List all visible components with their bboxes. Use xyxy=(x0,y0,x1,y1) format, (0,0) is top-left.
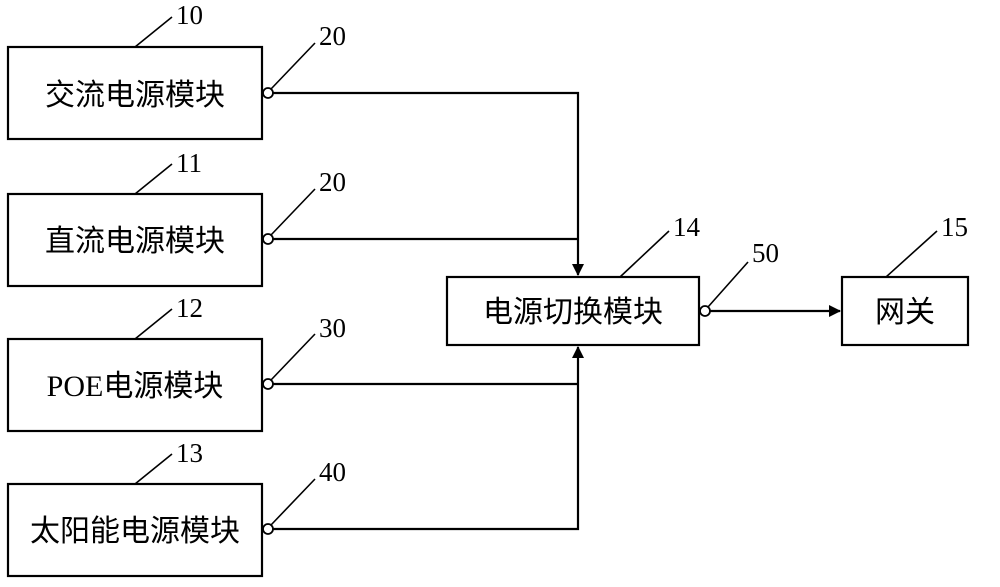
solar-port-ref-leader xyxy=(270,478,316,526)
gateway-ref-leader xyxy=(885,230,938,278)
switch-port-ref-number: 50 xyxy=(752,238,779,268)
poe-power-module: POE电源模块 xyxy=(6,337,264,433)
dc-ref-number: 11 xyxy=(176,148,202,178)
dc-power-module-label: 直流电源模块 xyxy=(45,225,225,258)
ac-ref-leader xyxy=(134,16,173,48)
solar-port-ref-number: 40 xyxy=(319,457,346,487)
ac-ref-number: 10 xyxy=(176,0,203,30)
poe-port-ref-number: 30 xyxy=(319,313,346,343)
switch-ref-leader xyxy=(619,230,670,278)
power-switch-module-label: 电源切换模块 xyxy=(483,296,663,329)
ac-power-module-label: 交流电源模块 xyxy=(45,79,225,112)
poe-power-module-label: POE电源模块 xyxy=(47,370,224,403)
dc-ref-leader xyxy=(134,163,173,195)
dc-port-ref-number: 20 xyxy=(319,167,346,197)
ac-output-port xyxy=(262,87,274,99)
gateway-ref-number: 15 xyxy=(941,212,968,242)
switch-ref-number: 14 xyxy=(673,212,701,242)
switch-port-ref-leader xyxy=(707,261,749,308)
dc-output-port xyxy=(262,233,274,245)
solar-power-module-label: 太阳能电源模块 xyxy=(30,515,240,548)
gateway-box: 网关 xyxy=(840,275,970,347)
power-switch-module: 电源切换模块 xyxy=(445,275,701,347)
poe-ref-number: 12 xyxy=(176,293,203,323)
switch-output-port xyxy=(699,305,711,317)
solar-to-switch-wire xyxy=(273,346,584,531)
ac-to-switch-wire xyxy=(273,91,584,276)
poe-ref-leader xyxy=(134,308,173,340)
gateway-label: 网关 xyxy=(875,296,935,329)
ac-port-ref-leader xyxy=(270,42,316,90)
ac-port-ref-number: 20 xyxy=(319,21,346,51)
solar-power-module: 太阳能电源模块 xyxy=(6,482,264,578)
poe-port-ref-leader xyxy=(270,333,316,381)
ac-power-module: 交流电源模块 xyxy=(6,45,264,141)
dc-power-module: 直流电源模块 xyxy=(6,192,264,288)
dc-port-ref-leader xyxy=(270,188,316,236)
poe-output-port xyxy=(262,378,274,390)
solar-output-port xyxy=(262,523,274,535)
solar-ref-number: 13 xyxy=(176,438,203,468)
solar-ref-leader xyxy=(134,453,173,485)
